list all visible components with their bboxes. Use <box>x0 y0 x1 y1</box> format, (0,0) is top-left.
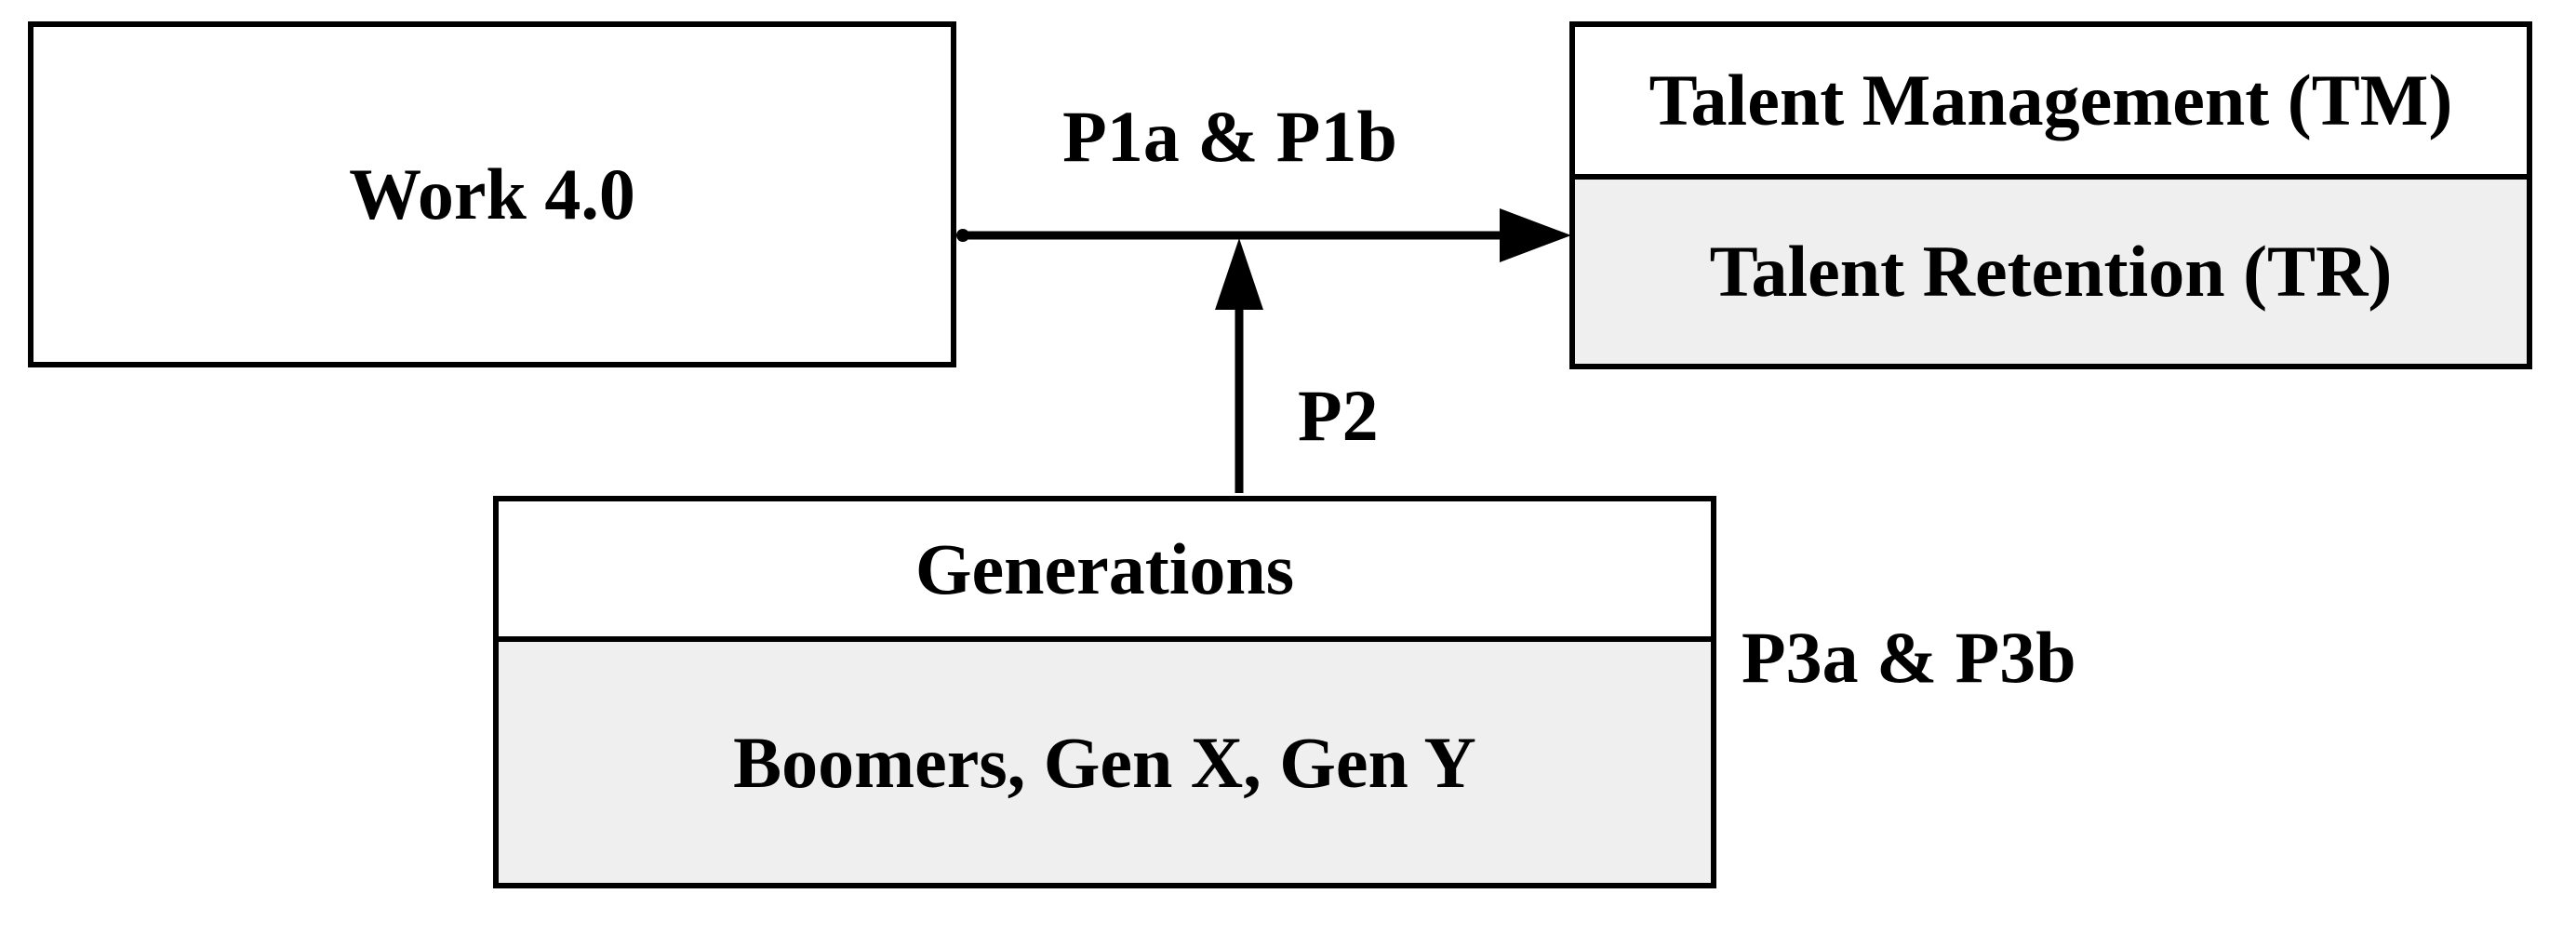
generations-members-section: Boomers, Gen X, Gen Y <box>499 642 1711 883</box>
p3-label: P3a & P3b <box>1742 617 2076 698</box>
p1-arrow-start-dot <box>956 229 969 242</box>
p2-label: P2 <box>1298 375 1379 456</box>
talent-management-label: Talent Management (TM) <box>1648 60 2453 141</box>
work-box-label: Work 4.0 <box>349 153 635 235</box>
talent-retention-label: Talent Retention (TR) <box>1709 231 2393 313</box>
p1-label: P1a & P1b <box>1062 96 1397 177</box>
generations-members-label: Boomers, Gen X, Gen Y <box>733 721 1476 803</box>
talent-box: Talent Management (TM) Talent Retention … <box>1569 21 2532 369</box>
p2-arrowhead-icon <box>1215 238 1263 310</box>
talent-retention-section: Talent Retention (TR) <box>1575 180 2527 364</box>
work-box: Work 4.0 <box>28 21 956 367</box>
p1-arrowhead-icon <box>1500 208 1571 262</box>
generations-title-section: Generations <box>499 501 1711 642</box>
generations-box: Generations Boomers, Gen X, Gen Y <box>493 496 1716 888</box>
talent-management-section: Talent Management (TM) <box>1575 27 2527 180</box>
generations-label: Generations <box>914 527 1295 609</box>
